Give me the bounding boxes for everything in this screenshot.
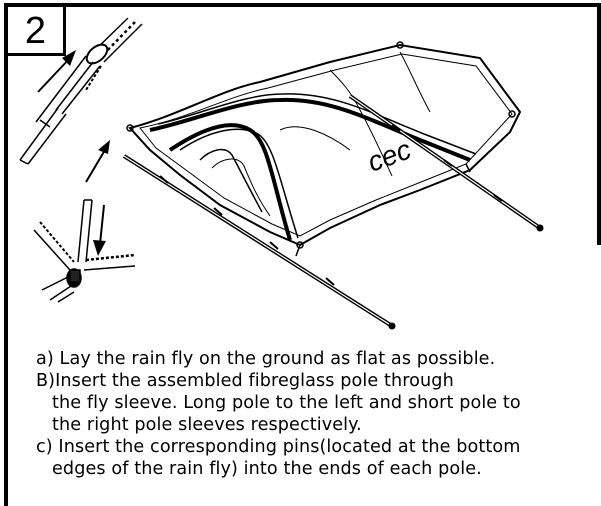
instruction-b-line3: the right pole sleeves respectively. xyxy=(52,415,362,435)
arrow-up-icon xyxy=(37,50,76,93)
step-number-box: 2 xyxy=(8,7,66,56)
panel-border-right xyxy=(597,3,601,245)
instruction-c-line2: edges of the rain fly) into the ends of … xyxy=(52,459,482,479)
long-pole xyxy=(122,154,396,330)
arrow-down-icon xyxy=(93,204,106,256)
pin-detail xyxy=(33,199,136,303)
arrow-up-right-icon xyxy=(85,140,110,183)
instruction-b-line2: the fly sleeve. Long pole to the left an… xyxy=(52,393,521,413)
panel-border-left xyxy=(4,3,8,506)
brand-logo: cec xyxy=(363,134,415,178)
step-number: 2 xyxy=(24,10,47,52)
instruction-b-line1: B)Insert the assembled fibreglass pole t… xyxy=(36,371,454,391)
rain-fly: cec xyxy=(126,41,522,257)
pole-joint-detail xyxy=(19,17,143,165)
short-pole xyxy=(348,94,544,232)
panel-border-top xyxy=(4,3,601,7)
instruction-a-line1: a) Lay the rain fly on the ground as fla… xyxy=(36,349,496,369)
instruction-c-line1: c) Insert the corresponding pins(located… xyxy=(36,437,521,457)
tent-illustration: cec xyxy=(19,17,544,330)
